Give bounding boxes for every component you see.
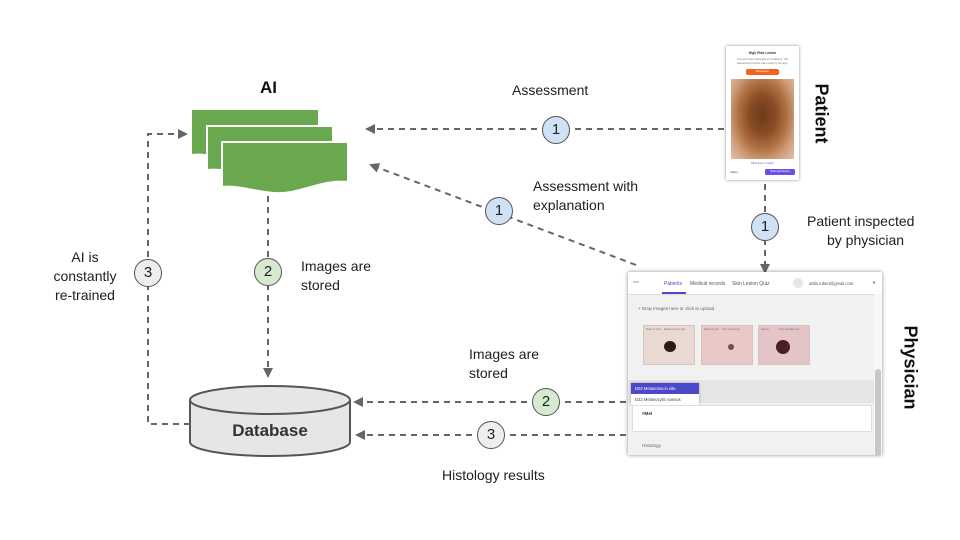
label-images-stored-phys-2: stored	[469, 365, 508, 381]
database-cylinder	[189, 385, 351, 457]
label-histology-results: Histology results	[442, 467, 545, 483]
label-retrained-1: AI is	[71, 249, 99, 265]
lesion-thumbnail: Nevus Dermatofibroma	[758, 325, 810, 365]
database-label: Database	[232, 421, 308, 440]
thumb-tag: Melanoma in situ	[664, 327, 686, 331]
physician-app-screenshot: ⋯ Patients Medical records Skin Lesion Q…	[628, 272, 882, 455]
lesion-image	[731, 79, 794, 159]
thumb-tag: Seb. keratosis	[722, 327, 740, 331]
badge-images-stored-ai: 2	[254, 258, 282, 286]
scrollbar-thumb	[875, 369, 881, 455]
dropdown-option: D22 Melanocytic naevus	[635, 397, 681, 402]
thumb-tag: Date of visit	[646, 327, 661, 331]
nav-medical-records: Medical records	[690, 281, 726, 287]
plus-icon: +	[638, 306, 642, 311]
thumb-tag: Nevus	[761, 327, 769, 331]
label-images-stored-ai-2: stored	[301, 277, 340, 293]
ai-title: AI	[260, 78, 277, 97]
thumb-lesion	[776, 340, 790, 354]
badge-images-stored-phys: 2	[532, 388, 560, 416]
upload-area: + Drop images here or click to upload	[638, 306, 714, 311]
nav-patients: Patients	[664, 281, 683, 287]
label-images-stored-ai-1: Images are	[301, 258, 372, 274]
label-assessment: Assessment	[512, 82, 589, 98]
user-email: attila.rubert@gmail.com	[809, 281, 854, 286]
badge-histology: 3	[477, 421, 505, 449]
phone-button: Whitepaper	[746, 69, 779, 75]
ai-documents-icon	[192, 110, 349, 195]
label-patient-inspected-2: by physician	[827, 232, 905, 248]
thumb-tag: Dermatofibroma	[779, 327, 800, 331]
lesion-thumbnail: Date of visit Melanoma in situ	[643, 325, 695, 365]
phone-text: Consult a dermatologist immediately. The…	[736, 57, 789, 65]
lesion-thumbnail: Melanocytic Seb. keratosis	[701, 325, 753, 365]
notes-field-text: #Mel	[642, 411, 653, 416]
thumb-lesion	[728, 344, 734, 350]
badge-patient-inspected: 1	[751, 213, 779, 241]
thumb-tag: Melanocytic	[704, 327, 719, 331]
avatar	[793, 278, 803, 288]
label-assessment-explanation-2: explanation	[533, 197, 605, 213]
caret-down-icon: ▼	[872, 280, 876, 285]
diagnosis-dropdown: D03 Melanoma in situ D22 Melanocytic nae…	[631, 383, 699, 405]
phone-title: High Risk Lesion	[748, 51, 777, 55]
phone-link: What does it mean?	[750, 162, 775, 165]
label-retrained-3: re-trained	[55, 287, 115, 303]
histology-section-label: Histology	[642, 443, 661, 448]
phone-footer-right: Book appointment	[765, 169, 795, 175]
patient-phone-screenshot: High Risk Lesion Consult a dermatologist…	[726, 46, 799, 180]
badge-assessment-explanation: 1	[485, 197, 513, 225]
patient-title: Patient	[811, 83, 832, 144]
thumb-lesion	[664, 341, 676, 352]
badge-retrained: 3	[134, 259, 162, 287]
nav-skin-lesion-quiz: Skin Lesion Quiz	[732, 281, 770, 287]
arrow-physician-to-ai	[369, 163, 637, 266]
app-nav: ⋯ Patients Medical records Skin Lesion Q…	[628, 272, 882, 295]
ai-document-front	[221, 141, 349, 195]
label-patient-inspected-1: Patient inspected	[807, 213, 915, 229]
dots-logo-icon: ⋯	[633, 280, 639, 286]
label-assessment-explanation-1: Assessment with	[533, 178, 639, 194]
label-retrained-2: constantly	[53, 268, 117, 284]
phone-footer-left: Gallery	[730, 171, 739, 174]
label-images-stored-phys-1: Images are	[469, 346, 540, 362]
dropdown-option-selected: D03 Melanoma in situ	[631, 383, 699, 394]
badge-assessment: 1	[542, 116, 570, 144]
notes-field	[632, 405, 872, 432]
nav-active-underline	[662, 292, 686, 294]
app-scrollbar	[874, 294, 882, 455]
physician-title: Physician	[900, 325, 921, 410]
upload-text: Drop images here or click to upload	[641, 306, 715, 311]
